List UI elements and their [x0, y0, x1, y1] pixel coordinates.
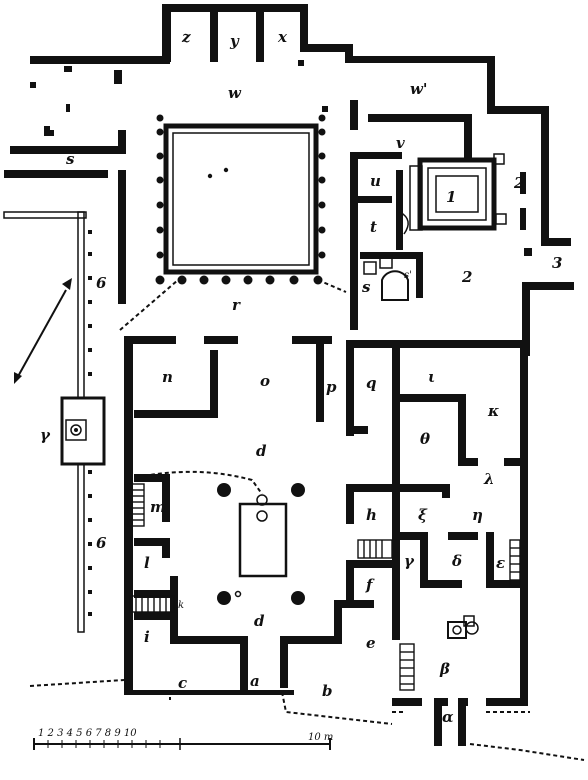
- label-s-prime: s': [404, 270, 412, 281]
- label-d-upper: d: [256, 442, 267, 460]
- west-colonnade: [3, 211, 106, 633]
- label-w: w: [228, 84, 242, 102]
- scale-bar: 1 2 3 4 5 6 7 8 9 10 10 m: [33, 728, 333, 750]
- label-z: z: [181, 28, 191, 46]
- label-1: 1: [446, 188, 456, 206]
- dashed-lines: [29, 279, 585, 761]
- label-a: a: [250, 672, 260, 690]
- label-kappa: κ: [487, 402, 499, 420]
- label-iota: ι: [428, 368, 435, 386]
- label-b: b: [322, 682, 333, 700]
- label-alpha: α: [442, 708, 454, 726]
- small-marks: [30, 60, 532, 256]
- peristyle: [163, 123, 319, 275]
- label-l: l: [144, 554, 150, 572]
- beta-fixture: [447, 615, 479, 639]
- label-e: e: [366, 634, 376, 652]
- label-v: v: [396, 134, 405, 152]
- label-q: q: [366, 374, 377, 392]
- label-delta: δ: [451, 552, 462, 570]
- label-theta: θ: [420, 430, 430, 448]
- label-2-upper: 2: [513, 174, 524, 192]
- label-w-prime: w': [410, 80, 428, 98]
- scale-ticks: 1 2 3 4 5 6 7 8 9 10: [38, 728, 137, 739]
- label-m: m: [150, 498, 166, 516]
- label-beta: β: [439, 660, 450, 678]
- label-gamma-fountain: γ: [40, 426, 51, 444]
- label-o: o: [260, 372, 270, 390]
- label-6-lower: 6: [96, 534, 107, 552]
- label-d-lower: d: [254, 612, 265, 630]
- label-2-lower: 2: [461, 268, 472, 286]
- label-t: t: [370, 218, 377, 236]
- stairs: [127, 483, 521, 691]
- label-s: s: [362, 278, 371, 296]
- label-3: 3: [552, 254, 562, 272]
- room-labels: z y x w w' v u t s s' s r 2 2 1 3 n o p …: [40, 28, 562, 726]
- north-arrow: [14, 278, 72, 384]
- label-y: y: [229, 32, 240, 50]
- label-xi: ξ: [418, 506, 428, 524]
- label-x: x: [277, 28, 288, 46]
- label-lambda: λ: [483, 470, 495, 488]
- label-c: c: [178, 674, 187, 692]
- label-n: n: [162, 368, 173, 386]
- room-1-basin: [399, 153, 507, 235]
- label-k: k: [178, 600, 184, 611]
- label-h: h: [366, 506, 377, 524]
- label-gamma: γ: [404, 552, 415, 570]
- label-eta: η: [472, 506, 483, 524]
- label-i: i: [144, 628, 150, 646]
- label-u: u: [370, 172, 381, 190]
- columns: [155, 114, 326, 605]
- impluvium: [234, 494, 288, 598]
- label-epsilon: ε: [496, 554, 505, 572]
- label-s-west: s: [66, 150, 75, 168]
- label-f: f: [365, 576, 375, 594]
- label-r: r: [232, 296, 241, 314]
- scale-end: 10 m: [308, 732, 333, 743]
- label-p: p: [326, 378, 337, 396]
- label-6-upper: 6: [96, 274, 107, 292]
- room-s-furnace: [363, 255, 409, 301]
